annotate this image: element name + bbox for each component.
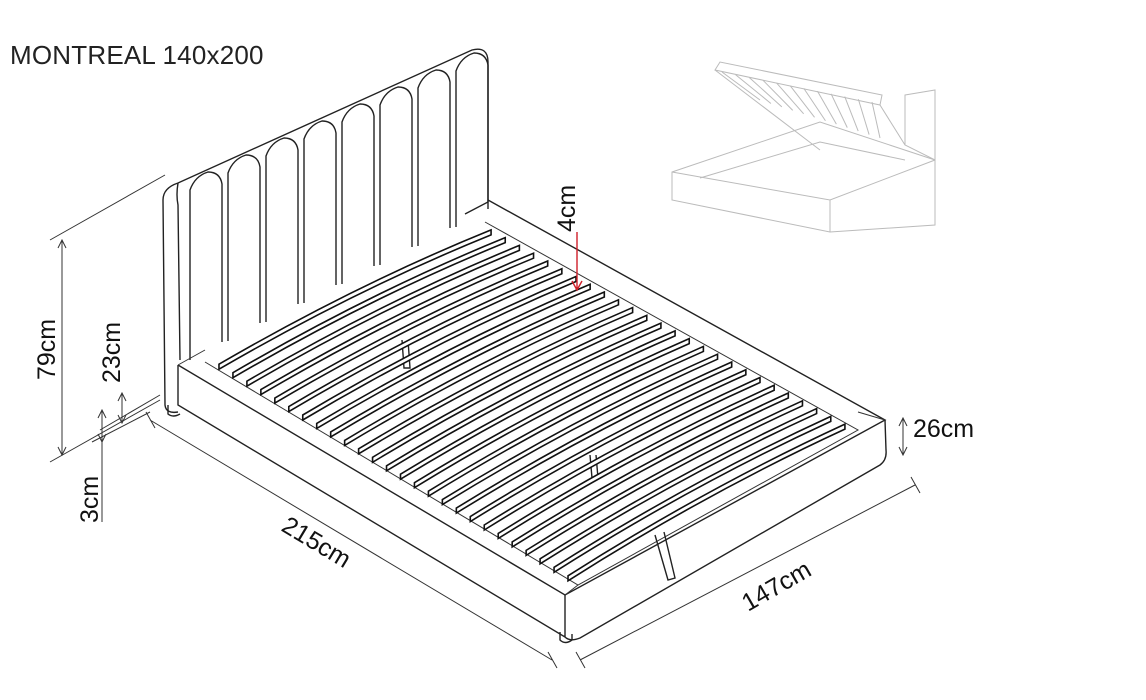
- dim-label-width: 147cm: [737, 555, 816, 617]
- slat: [497, 384, 775, 540]
- slat: [343, 298, 620, 447]
- slat: [525, 399, 804, 557]
- slat: [371, 314, 648, 464]
- headboard-channels: [189, 52, 489, 360]
- slat: [553, 415, 832, 574]
- slat: [315, 283, 591, 430]
- slat: [469, 368, 747, 523]
- product-title: MONTREAL 140x200: [10, 40, 264, 70]
- inset-slat: [857, 99, 870, 135]
- slat: [385, 321, 662, 473]
- dim-label-leg: 3cm: [76, 476, 104, 523]
- inset-slat: [721, 71, 761, 101]
- slat: [427, 345, 705, 498]
- slat: [301, 275, 577, 422]
- slats: [218, 228, 846, 583]
- dim-79cm: 79cm: [33, 174, 166, 463]
- leg-back: [167, 405, 181, 417]
- slat: [274, 259, 549, 405]
- headboard-channel: [227, 154, 261, 341]
- inset-slat: [789, 85, 815, 118]
- dim-label-headboard: 23cm: [98, 322, 126, 383]
- support-leg: [401, 339, 411, 369]
- headboard-channel: [417, 69, 451, 246]
- slat: [357, 306, 634, 456]
- slat: [218, 228, 492, 371]
- slat: [260, 251, 535, 397]
- dim-23cm: 23cm: [98, 322, 161, 431]
- lift-piston: [654, 531, 676, 581]
- leg-front: [559, 632, 573, 644]
- dim-3cm: 3cm: [76, 408, 151, 523]
- inset-slat: [735, 74, 772, 104]
- slat: [455, 360, 733, 515]
- slat: [511, 391, 790, 549]
- headboard-channel: [455, 52, 489, 227]
- slat: [567, 422, 846, 583]
- dim-4cm: 4cm: [553, 185, 583, 292]
- slat: [441, 352, 719, 507]
- bed-frame: [167, 199, 887, 644]
- headboard-channel: [189, 171, 223, 360]
- inset-slat: [871, 101, 881, 139]
- inset-slat: [776, 82, 805, 115]
- dim-label-height: 79cm: [33, 319, 61, 380]
- inset-slat: [762, 79, 794, 111]
- dim-26cm: 26cm: [898, 415, 974, 457]
- slat: [399, 329, 676, 481]
- slat: [483, 376, 761, 532]
- inset-slat: [844, 96, 859, 132]
- slat: [232, 236, 507, 380]
- headboard-channel: [303, 120, 337, 303]
- slat: [413, 337, 691, 490]
- slat: [287, 267, 563, 413]
- dim-215cm: 215cm: [145, 411, 558, 669]
- storage-lift-inset: [671, 61, 936, 233]
- headboard-channel: [379, 86, 413, 265]
- slat: [539, 407, 818, 566]
- slat: [246, 244, 521, 388]
- dim-label-frame: 26cm: [913, 415, 974, 443]
- inset-slat: [803, 88, 826, 122]
- slat: [329, 290, 606, 439]
- dim-label-slat: 4cm: [553, 185, 581, 232]
- dim-label-length: 215cm: [277, 511, 356, 574]
- inset-slat: [830, 93, 848, 128]
- headboard-channel: [341, 103, 375, 284]
- inset-slat: [748, 77, 783, 108]
- inset-slat: [817, 90, 837, 125]
- headboard-channel: [265, 137, 299, 322]
